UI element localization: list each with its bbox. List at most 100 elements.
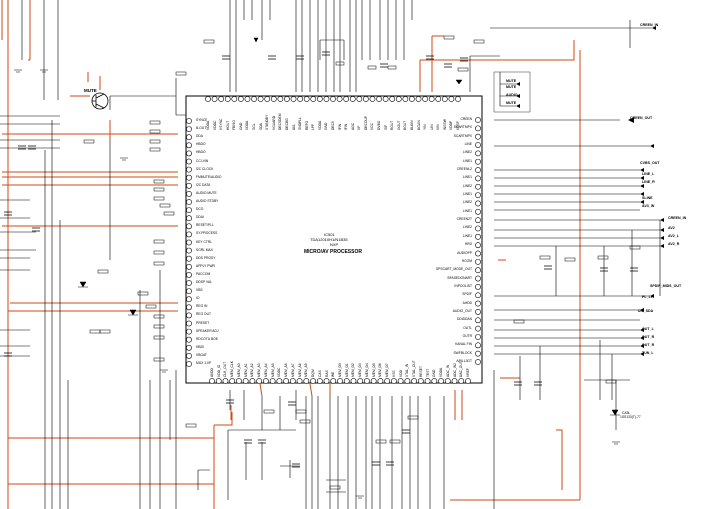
ic-reference: IC501 [324,232,335,237]
connector-label: AV2_R [668,242,680,246]
ic-pin-bottom [316,378,323,384]
ic-pin-left [186,304,192,311]
ic-pin-left [186,182,192,189]
ic-pin-right [475,150,481,157]
ic-pin-top [257,96,264,102]
ic-pin-left [186,223,192,230]
ic-pin-bottom [242,378,249,384]
pin-label: BCLIN [416,120,421,130]
pin-label: MEM_A3 [257,363,262,377]
pin-label: VSYNC [219,118,224,130]
ic-pin-right [475,133,481,140]
diodes [78,37,620,416]
ic-body [185,95,483,384]
ic-pin-left [186,328,192,335]
pin-label: LINE1 [462,175,472,180]
ic-pin-top [290,96,297,102]
ic-pin-bottom [377,378,384,384]
pin-label: RDCOTU BOE [196,336,218,341]
ic-pin-bottom [296,378,303,384]
ic-pin-top [415,96,422,102]
pin-label: ADC_IN2 [452,363,457,377]
pin-label: INPOOLIST [454,283,472,288]
pin-label: XTAL_OUT [412,360,417,377]
ic-pin-left [186,134,192,141]
ic-part-number: TDA12010H1/N1B35 [310,237,348,242]
ic-pin-right [475,117,481,123]
ic-pin-top [297,96,304,102]
pin-label: MEM_A0 [236,363,241,377]
pin-label: SCARTMPX [453,133,472,138]
mute-label: MUTE [84,88,97,93]
connector-label: LINE_R [642,180,655,184]
pin-label: SWFBLOCK [453,350,472,355]
pin-label: LINE1 [462,192,472,197]
connector-label: AV3_IN [642,204,655,208]
connector-label: CVBS_OUT [640,161,660,165]
ic-pin-top [402,96,409,102]
ic-pin-right [475,309,481,315]
pin-label: KEY CTRL [196,239,213,244]
pin-label: REG OUT [196,312,212,317]
ic-pin-top [448,96,455,102]
pin-label: VP [357,125,362,130]
pin-label: CREEN [460,117,472,121]
pin-label: AVL [291,124,296,130]
pin-label: STANDBY [265,114,270,130]
pin-label: MEM_A2 [250,363,255,377]
pin-label: HBDO [196,142,206,147]
ic-pin-left [186,207,192,213]
ic-pin-bottom [215,378,222,384]
ic-pin-bottom [249,378,256,384]
pin-label: VSSP [456,121,460,130]
pin-label: DECV [331,120,335,130]
pin-label: CCI-VIN [196,158,209,163]
connector-label: I2C_SDA [638,309,654,313]
ic-pin-left [186,280,192,286]
pin-label: HRD [464,242,472,247]
pin-label: MEM_D7 [385,363,390,377]
ic-pin-right [475,317,481,324]
pin-label: BFASEDONART [447,275,473,280]
ic-pin-right [475,250,481,257]
ic-pin-top [349,96,356,102]
pin-label: HCOM [461,258,472,263]
pin-label: REFO [304,120,309,130]
ic-function-title: MICRO/AV PROCESSOR [304,249,362,255]
pin-label: VDDA [245,120,250,130]
ic-pin-top [244,96,251,102]
ic-pin-top [455,96,461,102]
pin-label: AUDIO MUTE [196,190,217,195]
ic-pin-left [186,231,192,238]
ic-pin-bottom [269,378,276,384]
pin-label: IFIN [344,123,349,130]
ic-pin-left [186,336,192,343]
ic-pin-left [186,190,192,197]
ic-pin-top [310,96,317,102]
pin-label: SCL [252,123,257,130]
pin-label: UIN [429,124,434,130]
ic-pin-left [186,247,192,254]
ic-pin-top [369,96,376,102]
pin-label: LINE2 [462,150,472,155]
pin-label: XTAL_IN [405,363,410,377]
ic-pin-right [475,300,481,307]
pin-label: INSSW [442,119,447,130]
ic-pin-bottom [417,378,424,384]
ic-pin-left [186,312,192,319]
ic-pin-top [211,96,218,102]
pin-label: SIF [383,124,388,130]
ic-pin-top [330,96,336,102]
ic-pin-bottom [404,378,411,384]
ic-pin-top [277,96,284,102]
connector-label: CREEN_OUT [630,116,653,120]
pin-label: MEM_A4 [263,363,268,377]
pin-label: MEM_A8 [297,363,302,377]
pin-label: VREF [466,368,470,377]
connector-label: AV2_L [668,234,679,238]
pin-label: DQM [311,369,316,377]
ic-pin-top [251,96,257,102]
passive-components [83,35,641,490]
ic-pin-right [475,292,481,299]
ic-pin-top [323,96,330,102]
